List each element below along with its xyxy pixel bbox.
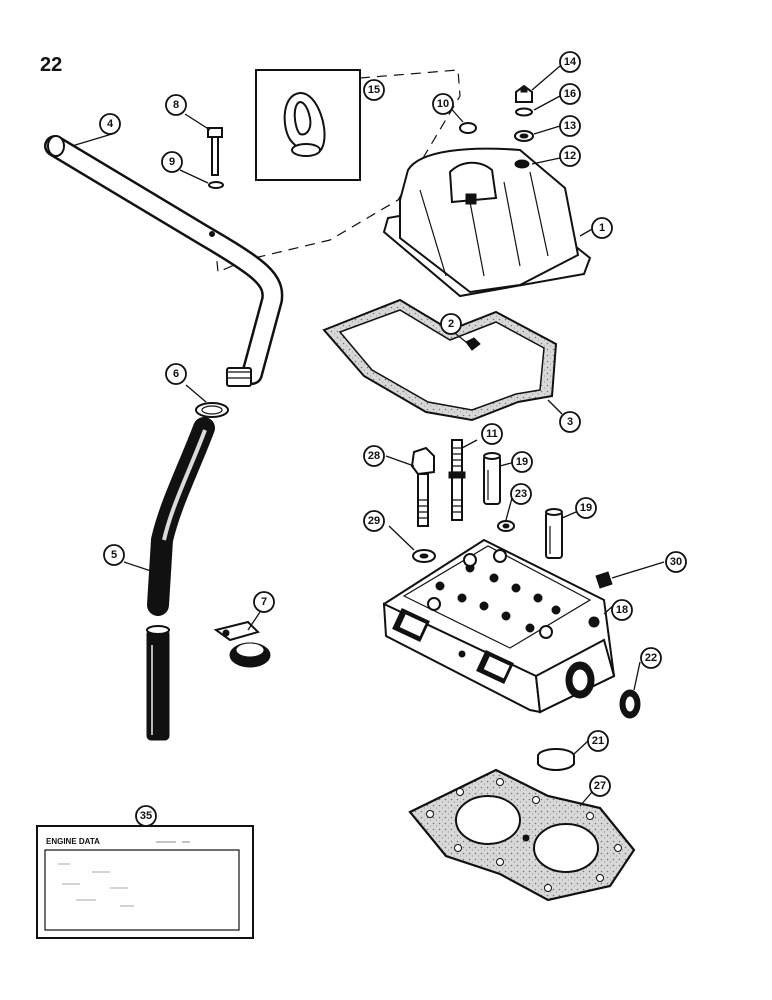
callout-35: 35 (135, 805, 157, 827)
cylinder-head (382, 538, 616, 714)
lock-washer (208, 181, 224, 189)
svg-text:19: 19 (580, 502, 592, 514)
svg-text:8: 8 (173, 99, 179, 111)
nut (497, 520, 515, 532)
valve-cover (382, 147, 592, 298)
callout-27: 27 (589, 775, 611, 797)
plug (595, 571, 613, 589)
callout-13: 13 (559, 115, 581, 137)
svg-text:15: 15 (368, 84, 380, 96)
decal: ENGINE DATA (36, 825, 254, 939)
svg-text:16: 16 (564, 88, 576, 100)
expansion-plug (537, 748, 575, 771)
svg-text:3: 3 (567, 416, 573, 428)
dashed-assembly-line (213, 69, 461, 273)
callout-9: 9 (161, 151, 183, 173)
svg-text:5: 5 (111, 549, 117, 561)
seal (514, 159, 530, 169)
callout-22: 22 (640, 647, 662, 669)
washer (514, 130, 534, 142)
valve-guide (545, 508, 563, 559)
svg-text:11: 11 (486, 428, 498, 440)
lift-eye-inset (255, 69, 361, 181)
svg-text:28: 28 (368, 450, 380, 462)
clip (465, 337, 481, 351)
svg-text:6: 6 (173, 368, 179, 380)
svg-text:14: 14 (564, 56, 577, 68)
head-bolt (410, 446, 435, 527)
callout-15: 15 (363, 79, 385, 101)
svg-text:18: 18 (616, 604, 628, 616)
seal-ring (619, 689, 641, 719)
svg-text:9: 9 (169, 156, 175, 168)
svg-text:4: 4 (107, 118, 114, 130)
valve-guide (483, 452, 501, 505)
callout-6: 6 (165, 363, 187, 385)
callout-4: 4 (99, 113, 121, 135)
callout-29: 29 (363, 510, 385, 532)
svg-text:23: 23 (515, 488, 527, 500)
head-gasket (408, 768, 636, 902)
callout-12: 12 (559, 145, 581, 167)
svg-text:2: 2 (448, 318, 454, 330)
cap-screw (207, 127, 223, 176)
callout-7: 7 (253, 591, 275, 613)
page-number: 22 (40, 54, 63, 76)
callout-8: 8 (165, 94, 187, 116)
svg-text:21: 21 (592, 735, 604, 747)
callout-28: 28 (363, 445, 385, 467)
callout-18: 18 (611, 599, 633, 621)
callout-19b: 19 (575, 497, 597, 519)
decal-title: ENGINE DATA (46, 837, 100, 846)
svg-text:22: 22 (645, 652, 657, 664)
callout-5: 5 (103, 544, 125, 566)
cover-gasket (322, 298, 558, 422)
cap-nut (515, 84, 533, 103)
tube-clamp (213, 620, 271, 668)
callout-2: 2 (440, 313, 462, 335)
callout-14: 14 (559, 51, 581, 73)
callout-19a: 19 (511, 451, 533, 473)
grommet (459, 122, 477, 134)
callout-10: 10 (432, 93, 454, 115)
svg-text:1: 1 (599, 222, 605, 234)
callout-23: 23 (510, 483, 532, 505)
svg-text:29: 29 (368, 515, 380, 527)
washer-small (515, 107, 533, 117)
callout-21: 21 (587, 730, 609, 752)
hose-clamp (195, 402, 229, 418)
svg-text:13: 13 (564, 120, 576, 132)
svg-text:27: 27 (594, 780, 606, 792)
svg-text:19: 19 (516, 456, 528, 468)
callout-1: 1 (591, 217, 613, 239)
callout-16: 16 (559, 83, 581, 105)
svg-text:10: 10 (437, 98, 449, 110)
svg-text:30: 30 (670, 556, 682, 568)
head-washer (412, 549, 436, 563)
callout-3: 3 (559, 411, 581, 433)
breather-tube (44, 135, 284, 387)
callout-30: 30 (665, 551, 687, 573)
callout-11: 11 (481, 423, 503, 445)
svg-text:35: 35 (140, 810, 152, 822)
hose (146, 417, 215, 741)
svg-text:12: 12 (564, 150, 576, 162)
stud (448, 439, 466, 521)
svg-text:7: 7 (261, 596, 267, 608)
